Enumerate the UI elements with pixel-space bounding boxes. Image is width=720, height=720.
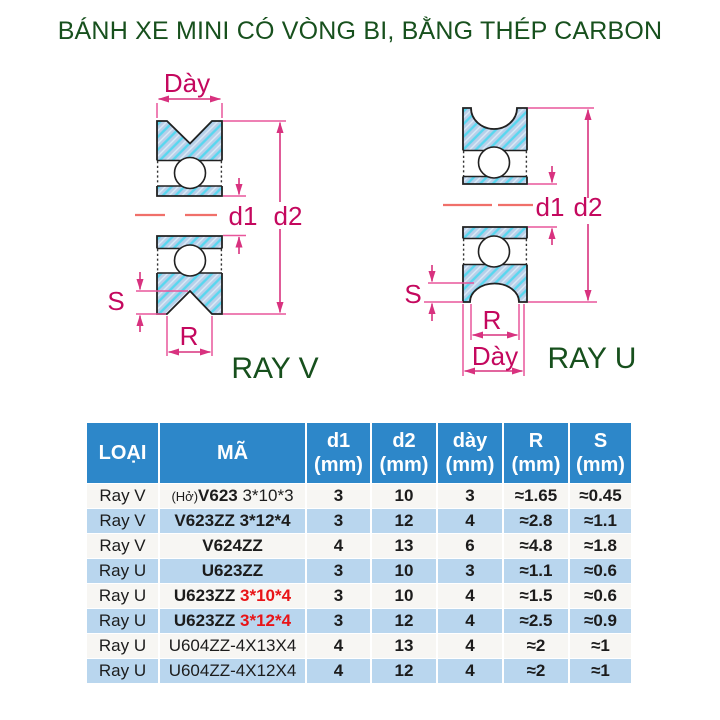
cell-loai: Ray V — [87, 509, 158, 533]
ray-v-diagram: Dày d1 d2 S R RAY V — [107, 68, 318, 385]
table-row: Ray U U623ZZ 3 10 3 ≈1.1 ≈0.6 — [87, 559, 631, 583]
cell-ma: V623ZZ 3*12*4 — [160, 509, 305, 533]
cell-r: ≈4.8 — [504, 534, 568, 558]
cell-loai: Ray U — [87, 634, 158, 658]
cell-s: ≈1 — [570, 634, 631, 658]
cell-r: ≈2 — [504, 659, 568, 683]
cell-d1: 3 — [307, 509, 370, 533]
ray-v-d2-label: d2 — [274, 201, 303, 231]
cell-s: ≈1.8 — [570, 534, 631, 558]
ray-v-day-label: Dày — [164, 68, 210, 98]
ray-v-r-label: R — [180, 321, 199, 351]
bearing-ball — [477, 146, 511, 179]
ray-v-dimension-lines — [135, 95, 286, 356]
ray-u-diagram: d1 d2 S R Dày RAY U — [404, 107, 637, 376]
cell-r: ≈2.8 — [504, 509, 568, 533]
col-header-r: R(mm) — [504, 423, 568, 483]
ray-v-title: RAY V — [231, 352, 318, 385]
cell-s: ≈0.6 — [570, 584, 631, 608]
cell-ma: U623ZZ 3*12*4 — [160, 609, 305, 633]
cell-d2: 12 — [372, 609, 436, 633]
ray-u-d2-label: d2 — [574, 192, 603, 222]
bearing-ball — [173, 244, 207, 277]
cell-d1: 3 — [307, 484, 370, 508]
cell-loai: Ray U — [87, 659, 158, 683]
cell-loai: Ray V — [87, 534, 158, 558]
cell-day: 4 — [438, 634, 502, 658]
cell-day: 4 — [438, 609, 502, 633]
cell-ma: U604ZZ-4X13X4 — [160, 634, 305, 658]
cell-d1: 4 — [307, 659, 370, 683]
ray-u-title: RAY U — [548, 342, 637, 375]
cell-day: 6 — [438, 534, 502, 558]
bearing-ball — [173, 156, 207, 190]
cell-day: 3 — [438, 559, 502, 583]
ray-u-dimension-lines — [424, 107, 597, 376]
cell-d1: 4 — [307, 534, 370, 558]
technical-drawings: Dày d1 d2 S R RAY V — [107, 68, 637, 385]
cell-ma: U604ZZ-4X12X4 — [160, 659, 305, 683]
col-header-ma: MÃ — [160, 423, 305, 483]
bearing-ball — [477, 235, 511, 268]
table-row: Ray V V623ZZ 3*12*4 3 12 4 ≈2.8 ≈1.1 — [87, 509, 631, 533]
cell-r: ≈1.5 — [504, 584, 568, 608]
cell-ma: V624ZZ — [160, 534, 305, 558]
cell-day: 4 — [438, 584, 502, 608]
cell-d2: 10 — [372, 559, 436, 583]
col-header-d1: d1(mm) — [307, 423, 370, 483]
cell-d1: 4 — [307, 634, 370, 658]
cell-day: 4 — [438, 659, 502, 683]
col-header-d2: d2(mm) — [372, 423, 436, 483]
cell-loai: Ray U — [87, 559, 158, 583]
ray-v-s-label: S — [107, 286, 124, 316]
ray-u-s-label: S — [404, 279, 421, 309]
cell-loai: Ray U — [87, 584, 158, 608]
cell-s: ≈0.6 — [570, 559, 631, 583]
cell-d1: 3 — [307, 559, 370, 583]
cell-d2: 10 — [372, 484, 436, 508]
cell-r: ≈1.65 — [504, 484, 568, 508]
header-row: LOẠI MÃ d1(mm) d2(mm) dày(mm) R(mm) S(mm… — [87, 423, 631, 483]
col-header-loai: LOẠI — [87, 423, 158, 483]
cell-day: 4 — [438, 509, 502, 533]
cell-d2: 13 — [372, 534, 436, 558]
ray-u-d1-label: d1 — [536, 192, 565, 222]
cell-r: ≈1.1 — [504, 559, 568, 583]
table-row: Ray V V624ZZ 4 13 6 ≈4.8 ≈1.8 — [87, 534, 631, 558]
cell-loai: Ray U — [87, 609, 158, 633]
ray-u-day-label: Dày — [472, 341, 518, 371]
cell-s: ≈0.9 — [570, 609, 631, 633]
cell-s: ≈1 — [570, 659, 631, 683]
table-row: Ray U U623ZZ 3*12*4 3 12 4 ≈2.5 ≈0.9 — [87, 609, 631, 633]
cell-d2: 10 — [372, 584, 436, 608]
table-row: Ray U U623ZZ 3*10*4 3 10 4 ≈1.5 ≈0.6 — [87, 584, 631, 608]
cell-ma: U623ZZ — [160, 559, 305, 583]
col-header-s: S(mm) — [570, 423, 631, 483]
table-row: Ray U U604ZZ-4X12X4 4 12 4 ≈2 ≈1 — [87, 659, 631, 683]
page-title: BÁNH XE MINI CÓ VÒNG BI, BẰNG THÉP CARBO… — [57, 17, 663, 45]
cell-s: ≈1.1 — [570, 509, 631, 533]
cell-loai: Ray V — [87, 484, 158, 508]
cell-d1: 3 — [307, 584, 370, 608]
spec-table: LOẠI MÃ d1(mm) d2(mm) dày(mm) R(mm) S(mm… — [85, 422, 633, 684]
cell-ma: (Hở)V623 3*10*3 — [160, 484, 305, 508]
cell-ma: U623ZZ 3*10*4 — [160, 584, 305, 608]
ray-v-d1-label: d1 — [229, 201, 258, 231]
cell-d2: 13 — [372, 634, 436, 658]
cell-d1: 3 — [307, 609, 370, 633]
cell-r: ≈2.5 — [504, 609, 568, 633]
cell-d2: 12 — [372, 659, 436, 683]
cell-d2: 12 — [372, 509, 436, 533]
table-row: Ray V (Hở)V623 3*10*3 3 10 3 ≈1.65 ≈0.45 — [87, 484, 631, 508]
cell-r: ≈2 — [504, 634, 568, 658]
col-header-day: dày(mm) — [438, 423, 502, 483]
cell-s: ≈0.45 — [570, 484, 631, 508]
table-row: Ray U U604ZZ-4X13X4 4 13 4 ≈2 ≈1 — [87, 634, 631, 658]
ray-u-r-label: R — [483, 305, 502, 335]
cell-day: 3 — [438, 484, 502, 508]
